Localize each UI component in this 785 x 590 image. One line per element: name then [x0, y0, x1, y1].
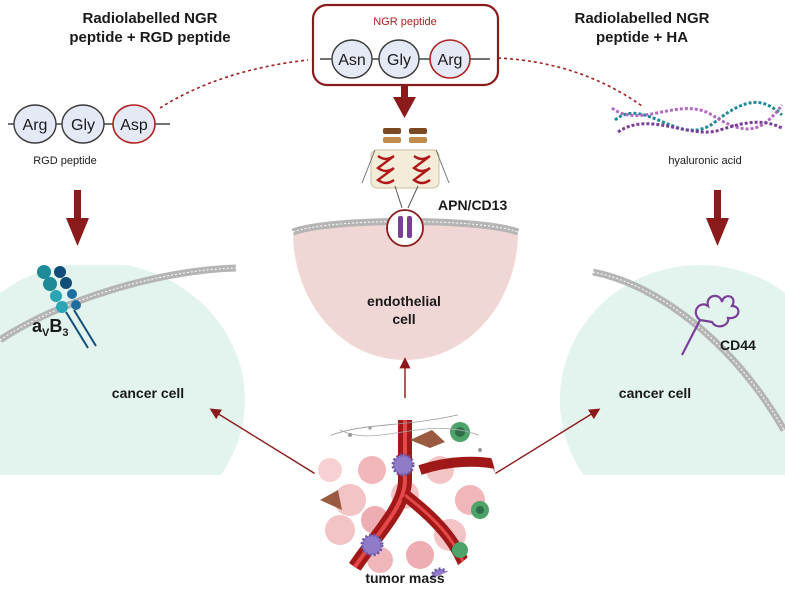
- integrin-label-sub2: 3: [62, 327, 68, 339]
- ngr-residue-arg: Arg: [429, 39, 471, 79]
- ha-label: hyaluronic acid: [668, 155, 741, 167]
- left-cancer-cell: cancer cell: [0, 264, 245, 475]
- ha-strand-purple: [611, 104, 784, 131]
- down-arrow-center: [393, 86, 416, 118]
- tumor-to-right-cell-arrow: [487, 408, 601, 479]
- integrin-label-main: B: [49, 316, 62, 336]
- ngr-residue-arg-label: Arg: [438, 52, 463, 69]
- tumor-to-left-cell-arrow: [209, 408, 323, 479]
- integrin-label: aVB3: [32, 316, 68, 339]
- apn-cd13-label: APN/CD13: [438, 197, 507, 213]
- endothelial-label-line1: endothelial: [367, 293, 441, 309]
- down-arrow-right: [706, 190, 729, 246]
- integrin-receptor: [37, 265, 97, 349]
- rgd-peptide-label: RGD peptide: [33, 155, 97, 167]
- right-header-line1: Radiolabelled NGR: [574, 10, 709, 27]
- hyaluronic-acid: hyaluronic acid: [611, 100, 784, 167]
- tumor-mass: tumor mass: [313, 398, 497, 586]
- rgd-peptide: Arg Gly Asp RGD peptide: [8, 104, 170, 167]
- right-cancer-cell-label: cancer cell: [619, 385, 691, 401]
- integrin-label-base: a: [32, 316, 43, 336]
- ha-strand-violet: [617, 120, 783, 134]
- ngr-residue-gly: Gly: [378, 39, 420, 79]
- ngr-residue-asn-label: Asn: [338, 52, 366, 69]
- ngr-residue-gly-label: Gly: [387, 52, 411, 69]
- right-header-line2: peptide + HA: [596, 29, 688, 46]
- rgd-residue-arg: Arg: [13, 104, 57, 144]
- endothelial-label-line2: cell: [392, 311, 415, 327]
- ngr-box-title: NGR peptide: [373, 16, 437, 28]
- left-header-line1: Radiolabelled NGR: [82, 10, 217, 27]
- rgd-residue-arg-label: Arg: [23, 117, 48, 134]
- left-dotted-connector: [159, 59, 309, 109]
- rgd-residue-asp: Asp: [112, 104, 156, 144]
- left-cancer-cell-label: cancer cell: [112, 385, 184, 401]
- rgd-residue-gly-label: Gly: [71, 117, 95, 134]
- left-header-line2: peptide + RGD peptide: [69, 29, 230, 46]
- rgd-residue-gly: Gly: [61, 104, 105, 144]
- apn-zoom-circle: [386, 209, 424, 247]
- tumor-mass-label: tumor mass: [365, 570, 445, 586]
- integrin-label-sub1: V: [42, 327, 50, 339]
- right-cancer-cell: cancer cell: [560, 265, 785, 475]
- apn-cd13-receptor: [361, 128, 450, 209]
- ngr-peptide-box: NGR peptide Asn Gly Arg: [311, 3, 500, 87]
- down-arrow-left: [66, 190, 89, 246]
- cd44-receptor: [681, 294, 740, 356]
- cd44-label: CD44: [720, 337, 756, 353]
- rgd-residue-asp-label: Asp: [120, 117, 148, 134]
- right-dotted-connector: [497, 57, 643, 107]
- endothelial-cell: endothelial cell: [291, 209, 520, 360]
- ngr-residue-asn: Asn: [331, 39, 373, 79]
